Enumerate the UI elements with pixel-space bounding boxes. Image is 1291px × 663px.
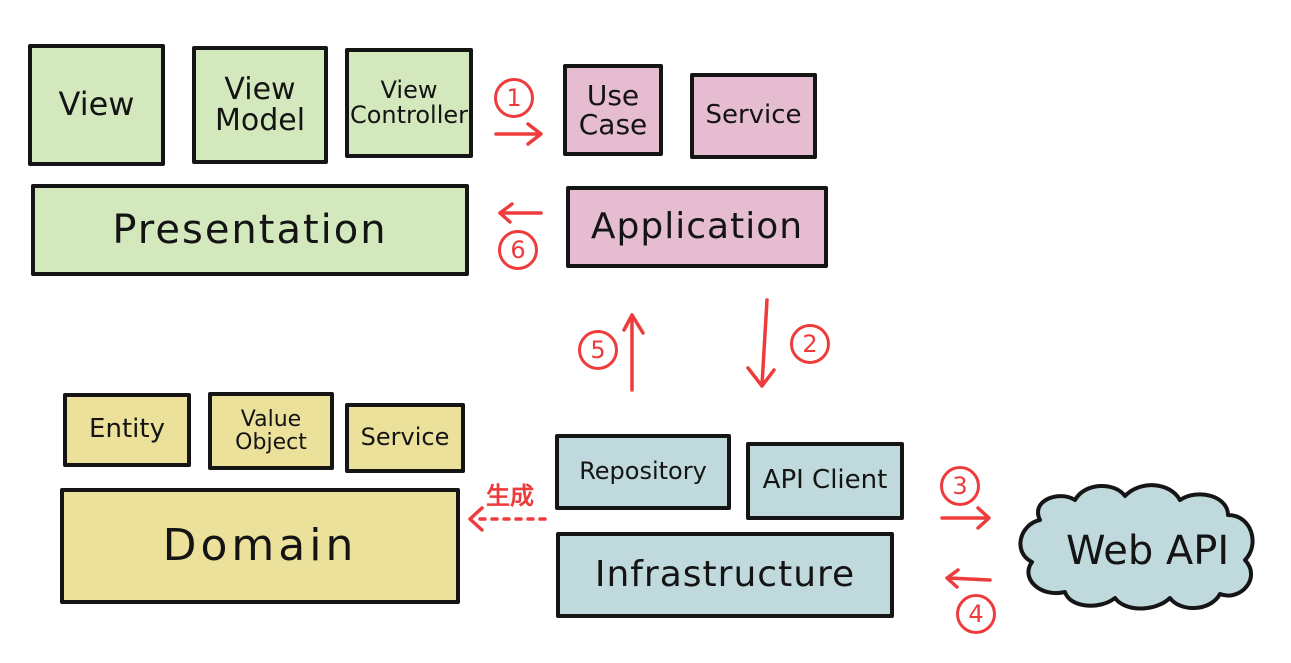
view-controller-label: View Controller [349,75,469,129]
view-box: View [28,44,165,166]
presentation-label: Presentation [112,207,388,253]
step-4-badge: 4 [956,594,996,634]
value-object-label: Value Object [235,406,307,455]
presentation-layer-box: Presentation [31,184,469,276]
step-3-badge: 3 [940,466,980,506]
arrow-step-2 [746,298,776,388]
repository-label: Repository [579,457,707,486]
infrastructure-label: Infrastructure [594,554,856,596]
web-api-label: Web API [1066,528,1230,574]
domain-service-label: Service [360,423,450,452]
step-6-badge: 6 [498,230,538,270]
arrow-step-4 [945,568,992,589]
view-model-box: View Model [192,46,328,164]
view-label: View [58,85,135,124]
step-1-badge: 1 [494,78,534,118]
domain-label: Domain [162,519,358,571]
use-case-box: Use Case [563,64,663,156]
application-service-box: Service [690,73,817,159]
generation-label: 生成 [486,482,534,510]
arrow-step-3 [940,506,991,530]
domain-service-box: Service [345,403,465,473]
api-client-box: API Client [746,442,904,520]
step-5-badge: 5 [578,330,618,370]
application-label: Application [590,206,804,248]
entity-label: Entity [89,414,165,445]
value-object-box: Value Object [208,392,334,470]
application-service-label: Service [705,100,802,131]
cloud-icon [1018,483,1255,611]
view-model-label: View Model [214,71,306,138]
view-controller-box: View Controller [345,48,473,158]
api-client-label: API Client [762,465,888,496]
repository-box: Repository [555,434,731,510]
arrow-step-1 [494,122,543,146]
arrow-step-6 [498,202,543,224]
entity-box: Entity [63,393,191,467]
application-layer-box: Application [566,186,828,268]
arrow-step-5 [622,313,645,392]
use-case-label: Use Case [578,78,648,141]
domain-layer-box: Domain [60,488,460,604]
step-2-badge: 2 [790,324,830,364]
infrastructure-layer-box: Infrastructure [556,532,894,618]
generation-arrow [468,506,547,532]
